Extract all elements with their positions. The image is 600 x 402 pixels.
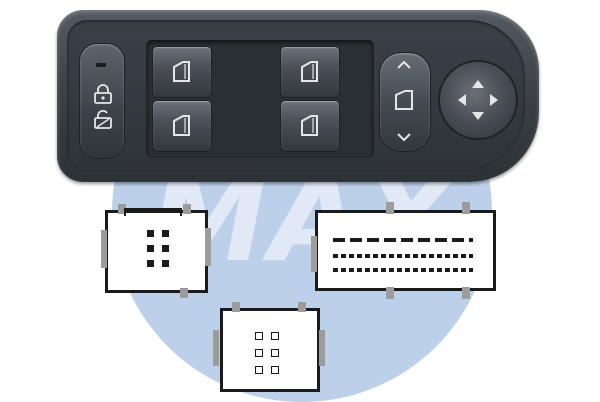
connector-pin: [255, 366, 263, 374]
connector-tab: [205, 228, 211, 266]
connector-tab: [298, 302, 306, 312]
connector-outline-left: [105, 210, 208, 293]
connector-tab: [118, 204, 126, 214]
central-lock-button[interactable]: [79, 43, 125, 159]
connector-pin: [147, 230, 154, 237]
connector-tab: [319, 330, 325, 366]
mirror-adjust-joystick[interactable]: [438, 60, 518, 140]
connector-pin: [162, 230, 169, 237]
connector-pin: [271, 349, 279, 357]
connector-key: [124, 208, 182, 216]
front-right-window-button[interactable]: [280, 46, 340, 98]
connector-tab: [462, 287, 470, 299]
lock-icon: [94, 84, 112, 104]
connector-tab: [311, 236, 317, 272]
connector-outline-bottom: [220, 308, 320, 392]
connector-tab: [232, 302, 240, 312]
chevron-down-icon: [397, 133, 411, 141]
connector-tab: [386, 287, 394, 299]
window-switch-icon: [173, 115, 190, 136]
mirror-select-rocker[interactable]: [379, 52, 431, 152]
four-way-arrow-icon: [458, 80, 498, 120]
connector-pin: [147, 245, 154, 252]
rear-right-window-button[interactable]: [280, 100, 340, 152]
connector-pin: [271, 366, 279, 374]
connector-pin: [162, 260, 169, 267]
connector-outline-wide: [315, 210, 496, 291]
connector-tab: [462, 202, 470, 214]
connector-pin-row: [333, 238, 473, 242]
lock-indicator-led: [96, 63, 106, 67]
connector-tab: [101, 230, 107, 268]
connector-pin: [162, 245, 169, 252]
front-left-window-button[interactable]: [152, 46, 212, 98]
rear-left-window-button[interactable]: [152, 100, 212, 152]
window-switch-icon: [173, 61, 190, 82]
connector-tab: [213, 330, 219, 366]
connector-tab: [183, 204, 191, 214]
window-switch-icon: [301, 115, 318, 136]
connector-pin: [255, 349, 263, 357]
unlock-icon: [94, 110, 112, 129]
connector-tab: [386, 202, 394, 214]
connector-pin-row: [333, 254, 473, 258]
connector-tab: [180, 288, 188, 298]
connector-pin: [147, 260, 154, 267]
connector-pin: [255, 332, 263, 340]
connector-pin: [271, 332, 279, 340]
chevron-up-icon: [397, 61, 411, 69]
window-switch-icon: [301, 61, 318, 82]
connector-pin-row: [333, 268, 473, 272]
mirror-select-icon: [395, 90, 413, 110]
